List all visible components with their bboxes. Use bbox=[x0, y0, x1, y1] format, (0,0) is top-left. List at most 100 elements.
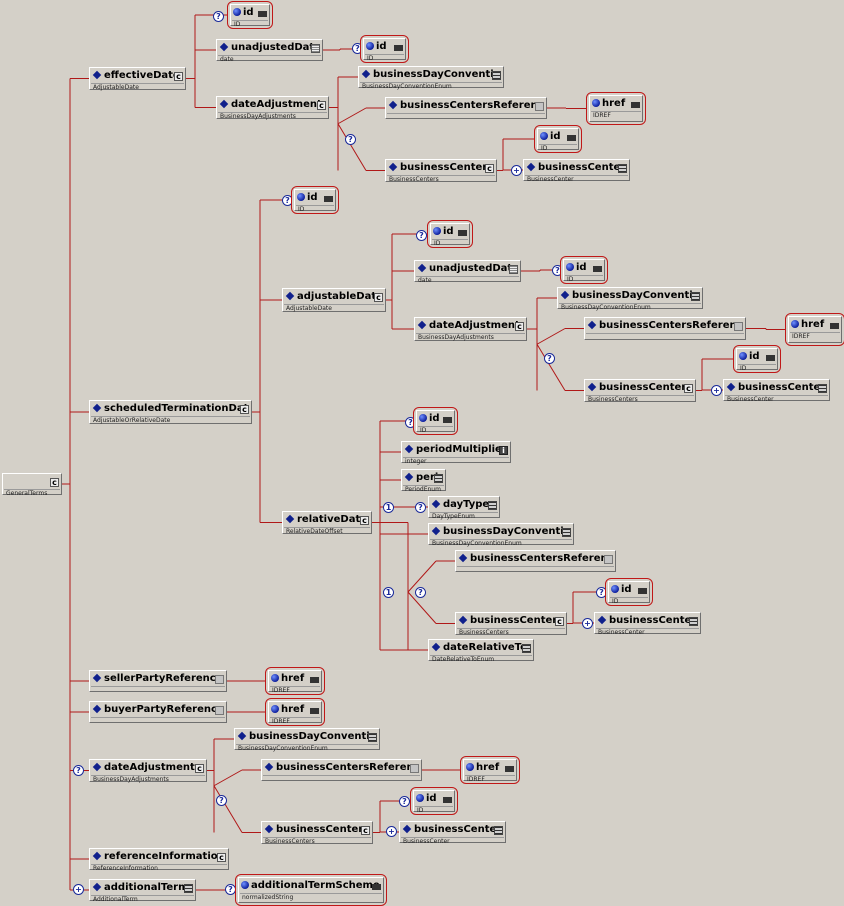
complex-type-icon[interactable]: c bbox=[485, 164, 494, 173]
simple-box-icon[interactable] bbox=[215, 706, 224, 715]
attribute-bar-icon[interactable] bbox=[458, 230, 467, 236]
enum-list-icon[interactable] bbox=[562, 528, 571, 537]
element-node-bpr[interactable]: buyerPartyReference bbox=[89, 701, 227, 723]
enum-list-icon[interactable] bbox=[494, 826, 503, 835]
element-node-rd_bcr[interactable]: businessCentersReference bbox=[455, 550, 616, 572]
simple-box-icon[interactable] bbox=[410, 764, 419, 773]
element-node-da_bcr[interactable]: businessCentersReference bbox=[261, 759, 422, 781]
enum-list-icon[interactable] bbox=[488, 501, 497, 510]
enum-list-icon[interactable] bbox=[492, 71, 501, 80]
complex-type-icon[interactable]: c bbox=[684, 384, 693, 393]
info-icon[interactable]: i bbox=[499, 446, 508, 455]
attribute-bar-icon[interactable] bbox=[766, 355, 775, 361]
grid-icon[interactable] bbox=[509, 265, 518, 274]
element-node-ed_bcr[interactable]: businessCentersReference bbox=[385, 97, 547, 119]
attribute-bar-icon[interactable] bbox=[593, 266, 602, 272]
attribute-bar-icon[interactable] bbox=[443, 417, 452, 423]
complex-type-icon[interactable]: c bbox=[217, 853, 226, 862]
attribute-bar-icon[interactable] bbox=[394, 45, 403, 51]
attribute-bar-icon[interactable] bbox=[567, 135, 576, 141]
attribute-bar-icon[interactable] bbox=[830, 323, 839, 329]
element-node-ad_bcr[interactable]: businessCentersReference bbox=[584, 317, 746, 340]
element-node-spr[interactable]: sellerPartyReference bbox=[89, 670, 227, 692]
enum-list-icon[interactable] bbox=[184, 884, 193, 893]
simple-box-icon[interactable] bbox=[215, 675, 224, 684]
complex-type-icon[interactable]: c bbox=[361, 826, 370, 835]
complex-type-icon[interactable]: c bbox=[195, 764, 204, 773]
complex-type-icon[interactable]: c bbox=[240, 405, 249, 414]
attribute-bar-icon[interactable] bbox=[631, 102, 640, 108]
complex-type-icon[interactable]: c bbox=[374, 293, 383, 302]
complex-type-icon[interactable]: c bbox=[515, 322, 524, 331]
enum-list-icon[interactable] bbox=[522, 644, 531, 653]
enum-list-icon[interactable] bbox=[691, 292, 700, 301]
enum-list-icon[interactable] bbox=[368, 733, 377, 742]
complex-type-icon[interactable]: c bbox=[174, 72, 183, 81]
attribute-bar-icon[interactable] bbox=[310, 677, 319, 683]
attribute-bar-icon[interactable] bbox=[443, 797, 452, 803]
enum-list-icon[interactable] bbox=[689, 617, 698, 626]
attribute-bar-icon[interactable] bbox=[324, 196, 333, 202]
attribute-bar-icon[interactable] bbox=[372, 884, 381, 890]
enum-list-icon[interactable] bbox=[434, 474, 443, 483]
enum-list-icon[interactable] bbox=[618, 164, 627, 173]
enum-list-icon[interactable] bbox=[818, 384, 827, 393]
attribute-bar-icon[interactable] bbox=[258, 11, 267, 17]
complex-type-icon[interactable]: c bbox=[555, 617, 564, 626]
simple-box-icon[interactable] bbox=[535, 102, 544, 111]
attribute-bar-icon[interactable] bbox=[505, 766, 514, 772]
complex-type-icon[interactable]: c bbox=[317, 101, 326, 110]
element-node-rd_p[interactable]: periodPeriodEnum bbox=[401, 469, 446, 493]
attribute-bar-icon[interactable] bbox=[638, 588, 647, 594]
attribute-bar-icon[interactable] bbox=[310, 708, 319, 714]
complex-type-icon[interactable]: c bbox=[50, 478, 59, 487]
complex-type-icon[interactable]: c bbox=[360, 516, 369, 525]
simple-box-icon[interactable] bbox=[734, 322, 743, 331]
grid-icon[interactable] bbox=[311, 44, 320, 53]
simple-box-icon[interactable] bbox=[604, 555, 613, 564]
